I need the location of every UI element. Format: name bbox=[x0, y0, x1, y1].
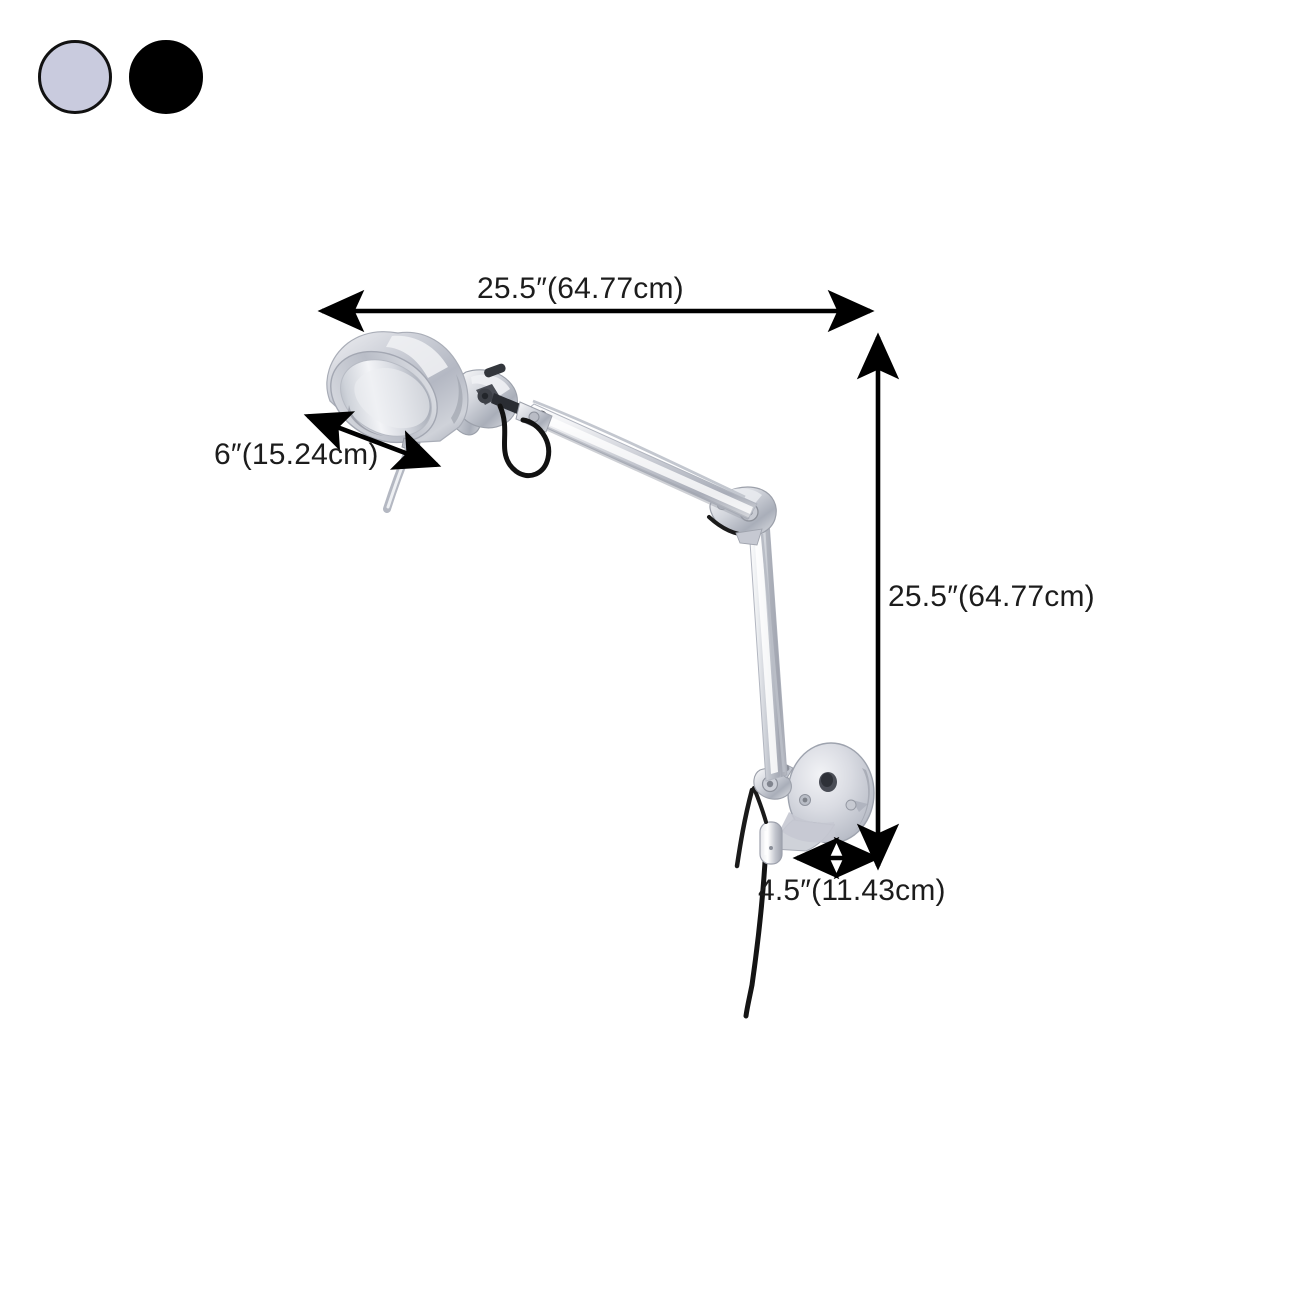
power-cord bbox=[743, 859, 768, 1019]
upper-tension-wire bbox=[532, 399, 746, 499]
lower-cord-tail bbox=[734, 787, 755, 869]
color-swatch-black[interactable] bbox=[129, 40, 203, 114]
color-swatch-silver[interactable] bbox=[38, 40, 112, 114]
dimension-line-shade bbox=[303, 411, 442, 470]
dimension-label-height: 25.5″(64.77cm) bbox=[888, 580, 1095, 613]
switch-lead bbox=[752, 786, 768, 824]
shade-tilt-rod bbox=[383, 445, 413, 513]
upper-arm bbox=[519, 403, 758, 521]
dimension-label-shade-diameter: 6″(15.24cm) bbox=[214, 438, 379, 471]
lamp-body bbox=[326, 331, 875, 1019]
inline-switch bbox=[759, 821, 783, 865]
cable-loop bbox=[497, 403, 552, 478]
lower-arm bbox=[748, 521, 788, 782]
wall-mount-bracket bbox=[773, 742, 875, 852]
dimension-label-depth: 4.5″(11.43cm) bbox=[758, 874, 946, 907]
dimension-label-width: 25.5″(64.77cm) bbox=[477, 272, 684, 305]
dimension-lines bbox=[303, 289, 900, 880]
color-swatch-group bbox=[38, 40, 203, 114]
lower-tension-wire bbox=[760, 533, 786, 773]
